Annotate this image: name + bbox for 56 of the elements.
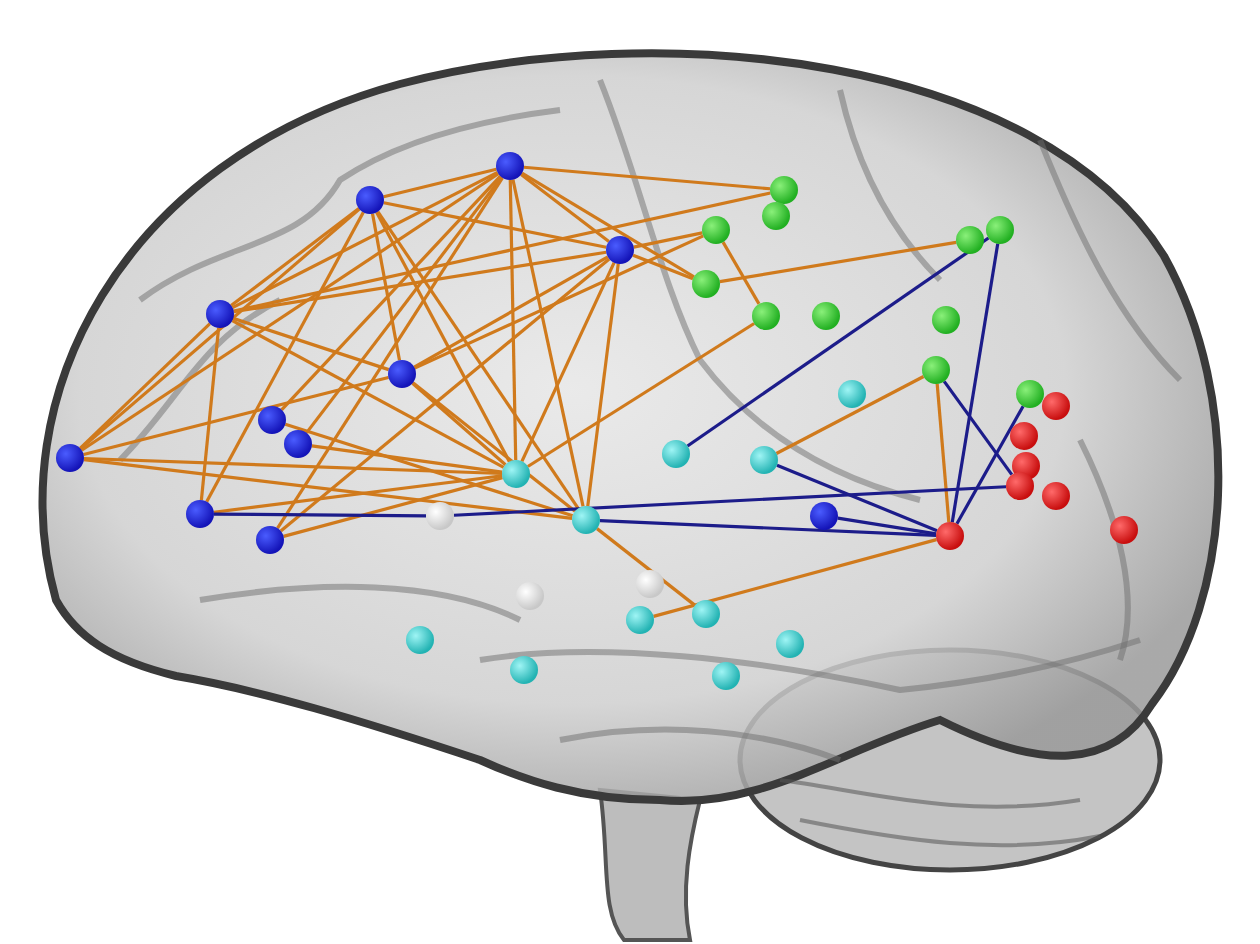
connection-line (213, 474, 503, 514)
connection-line (232, 316, 390, 372)
connection-line (942, 380, 1014, 476)
connection-line (233, 191, 771, 313)
connection-line (370, 213, 402, 361)
connection-line (280, 175, 502, 411)
connection-line (375, 211, 511, 463)
connection-line (413, 255, 609, 369)
connection-line (686, 236, 990, 448)
connection-line (383, 167, 497, 199)
connection-line (520, 173, 610, 243)
connection-line (376, 210, 580, 510)
connection-line (231, 319, 505, 469)
connection-line (411, 382, 507, 466)
connection-line (453, 485, 1007, 517)
connection-line (633, 231, 703, 249)
connection-line (511, 179, 585, 507)
connection-line (383, 201, 607, 249)
connection-line (586, 263, 620, 507)
connection-line (837, 516, 937, 536)
connection-line (83, 375, 389, 457)
connection-line (520, 262, 616, 462)
connection-line (83, 456, 503, 476)
connection-line (526, 322, 756, 468)
connection-line (311, 444, 503, 474)
connection-line (79, 322, 211, 450)
connection-line (214, 512, 426, 518)
connection-line (79, 207, 361, 451)
connection-line (205, 211, 365, 503)
connection-line (935, 383, 951, 523)
connection-line (508, 179, 518, 461)
connection-line (411, 381, 577, 513)
connection-line (950, 243, 1000, 523)
connection-line (653, 538, 937, 618)
connection-line (276, 176, 504, 530)
connection-line (721, 241, 761, 305)
connection-line (632, 253, 694, 281)
connection-line (955, 405, 1025, 525)
connection-line (719, 240, 957, 284)
connection-line (776, 463, 938, 533)
connection-line (283, 476, 503, 538)
connection-line (596, 527, 696, 607)
connection-line (199, 327, 221, 501)
connection-line (599, 519, 937, 537)
connection-line (83, 458, 573, 520)
connection-line (414, 234, 704, 370)
connection-line (305, 176, 503, 434)
connection-line (231, 170, 499, 310)
connection-line (775, 375, 925, 455)
connection-line (80, 172, 500, 452)
connection-line (521, 171, 695, 279)
connection-line (230, 207, 360, 307)
connection-line (284, 422, 574, 518)
connection-line (279, 257, 611, 533)
connection-line (523, 165, 771, 191)
connection-line (233, 250, 607, 314)
